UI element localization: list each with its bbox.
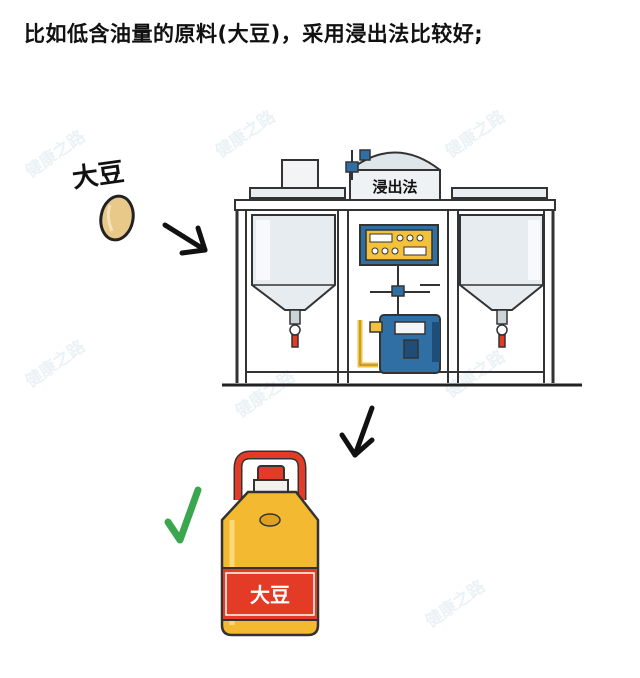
soybean-icon: 大豆	[70, 157, 135, 242]
bean-label: 大豆	[70, 157, 126, 194]
arrow-down-icon	[339, 405, 375, 458]
extraction-machine: 浸出法	[222, 149, 582, 387]
bottle-label: 大豆	[250, 583, 290, 607]
arrow-right-icon	[162, 222, 208, 256]
oil-bottle-icon: 大豆	[220, 450, 320, 637]
check-mark-icon	[164, 486, 202, 544]
page-title: 比如低含油量的原料(大豆)，采用浸出法比较好;	[24, 22, 484, 46]
machine-label: 浸出法	[372, 178, 417, 196]
